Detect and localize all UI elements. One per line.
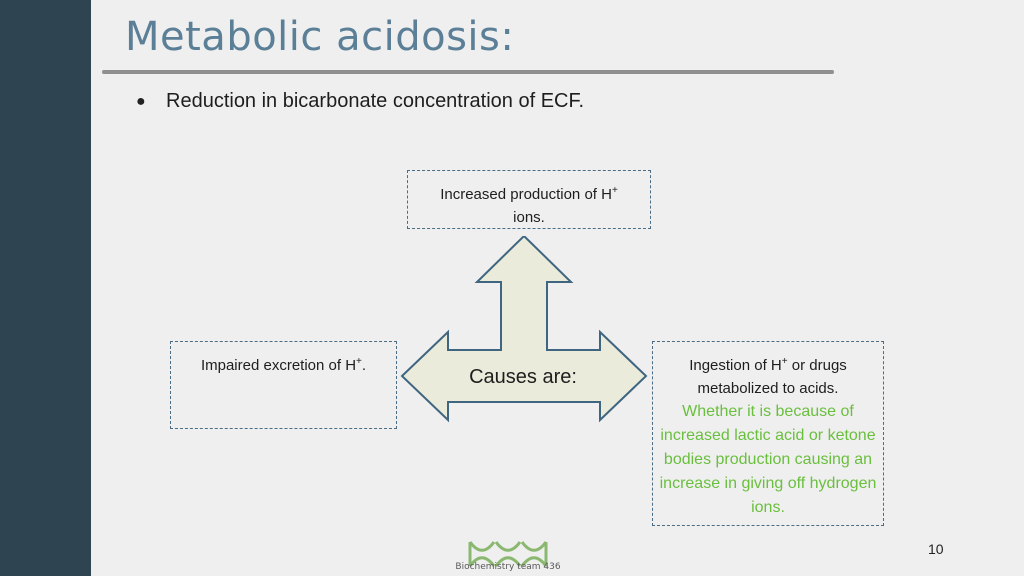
dna-logo-icon (468, 541, 548, 567)
cause-top-text: Increased production of H (440, 186, 612, 203)
causes-label: Causes are: (469, 366, 577, 388)
cause-left-tail: . (361, 357, 367, 374)
cause-right-note: Whether it is because of increased lacti… (659, 403, 877, 516)
cause-top-text-2: ions. (513, 209, 545, 226)
three-way-arrow-icon (400, 236, 648, 423)
left-sidebar-band (0, 0, 91, 576)
bullet-text: Reduction in bicarbonate concentration o… (166, 90, 585, 112)
cause-box-right: Ingestion of H+ or drugs metabolized to … (652, 341, 884, 526)
cause-top-sup: + (611, 185, 618, 196)
cause-left-sup: + (356, 356, 362, 367)
page-number: 10 (928, 541, 944, 557)
slide-title: Metabolic acidosis: (125, 14, 515, 60)
arrow-shape (400, 236, 648, 423)
bullet-dot-icon: ● (136, 92, 146, 110)
cause-box-top: Increased production of H+ ions. (407, 170, 651, 229)
cause-right-text-a: Ingestion of H (689, 357, 782, 374)
cause-right-text-2: metabolized to acids. (697, 380, 839, 397)
cause-right-text-b: or drugs (787, 357, 847, 374)
cause-right-sup: + (781, 356, 788, 367)
cause-box-left: Impaired excretion of H+. (170, 341, 397, 429)
logo-caption: Biochemistry team 436 (455, 562, 561, 572)
title-underline (102, 70, 834, 74)
bullet-item: ● Reduction in bicarbonate concentration… (136, 90, 584, 113)
cause-left-text: Impaired excretion of H (200, 357, 357, 374)
